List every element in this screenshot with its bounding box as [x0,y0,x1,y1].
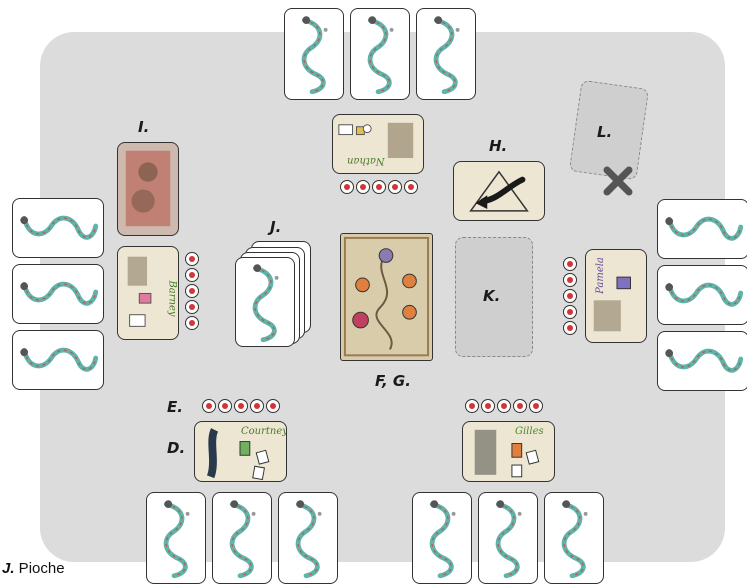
character-card-top[interactable]: Nathan [332,114,424,174]
token-row-bottom-right [465,399,543,413]
life-token [340,180,354,194]
direction-card[interactable] [453,161,545,221]
life-token [266,399,280,413]
character-card-left[interactable]: Barney [117,246,179,340]
label-j: J. [270,218,281,236]
character-name-top: Nathan [347,155,385,166]
hand-card-top-3[interactable] [416,8,476,100]
life-token [185,268,199,282]
hand-card-top-2[interactable] [350,8,410,100]
hand-card-left-1[interactable] [12,198,104,258]
life-token [250,399,264,413]
central-board[interactable] [340,233,433,361]
draw-pile[interactable] [235,257,295,347]
hand-card-bottom-left-2[interactable] [212,492,272,584]
label-fg: F, G. [375,372,411,390]
life-token [481,399,495,413]
hand-card-right-3[interactable] [657,331,747,391]
life-token [404,180,418,194]
discard-cross-icon [603,166,633,196]
life-token [563,289,577,303]
label-d: D. [167,439,185,457]
hand-card-right-2[interactable] [657,265,747,325]
life-token [218,399,232,413]
life-token [465,399,479,413]
life-token [388,180,402,194]
life-token [185,284,199,298]
label-i: I. [138,118,149,136]
reserve-card[interactable] [117,142,179,236]
life-token [234,399,248,413]
token-row-bottom-left [202,399,280,413]
character-name-right: Pamela [595,257,606,294]
life-token [185,316,199,330]
life-token [563,257,577,271]
hand-card-bottom-right-2[interactable] [478,492,538,584]
token-row-top [340,180,418,194]
character-card-right[interactable]: Pamela [585,249,647,343]
character-name-bottom-left: Courtney [241,426,287,437]
hand-card-bottom-right-3[interactable] [544,492,604,584]
life-token [563,273,577,287]
life-token [513,399,527,413]
label-k: K. [483,287,500,305]
character-card-bottom-right[interactable]: Gilles [462,421,555,482]
life-token [202,399,216,413]
character-name-left: Barney [167,280,178,316]
hand-card-bottom-left-3[interactable] [278,492,338,584]
life-token [529,399,543,413]
life-token [356,180,370,194]
legend-text: Pioche [15,560,65,577]
legend-key: J. [2,560,15,577]
hand-card-bottom-left-1[interactable] [146,492,206,584]
token-column-left [185,252,199,330]
life-token [372,180,386,194]
token-column-right [563,257,577,335]
label-e: E. [167,398,183,416]
life-token [563,305,577,319]
label-h: H. [489,137,507,155]
life-token [497,399,511,413]
legend: J. Pioche [2,560,65,577]
life-token [185,300,199,314]
hand-card-left-2[interactable] [12,264,104,324]
hand-card-bottom-right-1[interactable] [412,492,472,584]
label-l: L. [597,123,612,141]
life-token [185,252,199,266]
hand-card-right-1[interactable] [657,199,747,259]
life-token [563,321,577,335]
character-name-bottom-right: Gilles [515,426,544,437]
hand-card-top-1[interactable] [284,8,344,100]
character-card-bottom-left[interactable]: Courtney [194,421,287,482]
hand-card-left-3[interactable] [12,330,104,390]
